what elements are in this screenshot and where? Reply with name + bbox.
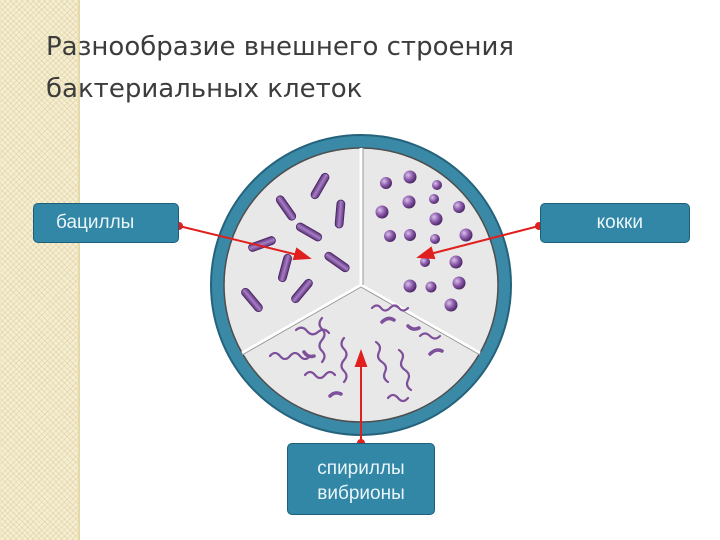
arrow-spirilla-head [354, 349, 368, 367]
coccus [429, 194, 439, 204]
coccus [444, 298, 458, 312]
arrow-cocci-head [416, 246, 436, 260]
coccus [375, 205, 389, 219]
cocci-group [375, 170, 473, 312]
bacilli-group [241, 172, 350, 313]
coccus [429, 212, 443, 226]
coccus [380, 177, 392, 189]
coccus [403, 279, 417, 293]
coccus [402, 195, 416, 209]
sector-divider-shadows [241, 148, 481, 356]
coccus [384, 230, 396, 242]
bacillus-rod [275, 195, 297, 221]
title-line-2: бактериальных клеток [46, 74, 363, 104]
bacilli-label-box: бациллы [33, 203, 179, 243]
bacillus-rod [248, 236, 276, 252]
slide-title: Разнообразие внешнего строения бактериал… [46, 26, 606, 110]
spirillum [370, 304, 410, 312]
spirillum [397, 348, 413, 392]
vibrio [302, 350, 316, 359]
spirillum [340, 336, 348, 384]
coccus [403, 170, 417, 184]
vibrio [406, 324, 421, 331]
spirilla-label: спириллы [317, 458, 405, 479]
bacillus-rod [324, 251, 350, 273]
coccus [420, 257, 430, 267]
coccus [453, 201, 465, 213]
vibrio [428, 348, 444, 356]
spirillum [386, 393, 410, 403]
spirilla-vibrios-label-box: спириллы вибрионы [287, 443, 435, 515]
bacillus-rod [295, 222, 323, 242]
arrow-bacilli [178, 225, 299, 256]
bacillus-rod [334, 199, 346, 229]
coccus [425, 281, 437, 293]
spirillum [268, 351, 312, 361]
coccus [432, 180, 442, 190]
vibrio [328, 391, 343, 398]
spirillum [418, 332, 442, 340]
coccus [449, 255, 463, 269]
side-strip-border [78, 0, 80, 540]
bacillus-rod [291, 278, 313, 304]
spirillum [374, 340, 390, 384]
vibrios-label: вибрионы [317, 483, 405, 504]
bacillus-rod [278, 253, 292, 283]
vibrio-group [302, 316, 444, 398]
title-line-1: Разнообразие внешнего строения [46, 32, 515, 62]
cocci-label-box: кокки [540, 203, 690, 243]
sector-dividers [241, 148, 481, 355]
arrow-cocci [429, 225, 540, 255]
arrow-bacilli-head [292, 247, 312, 261]
bacilli-label: бациллы [56, 212, 135, 233]
vibrio [380, 316, 396, 324]
bacillus-rod [310, 172, 330, 200]
coccus [404, 229, 416, 241]
cocci-label: кокки [596, 212, 643, 233]
spirilla-group [268, 304, 442, 403]
coccus [430, 234, 440, 244]
coccus [459, 228, 473, 242]
coccus [452, 276, 466, 290]
spirillum [318, 316, 326, 364]
decorative-side-strip [0, 0, 78, 540]
bacillus-rod [241, 287, 263, 313]
spirillum [303, 370, 337, 380]
